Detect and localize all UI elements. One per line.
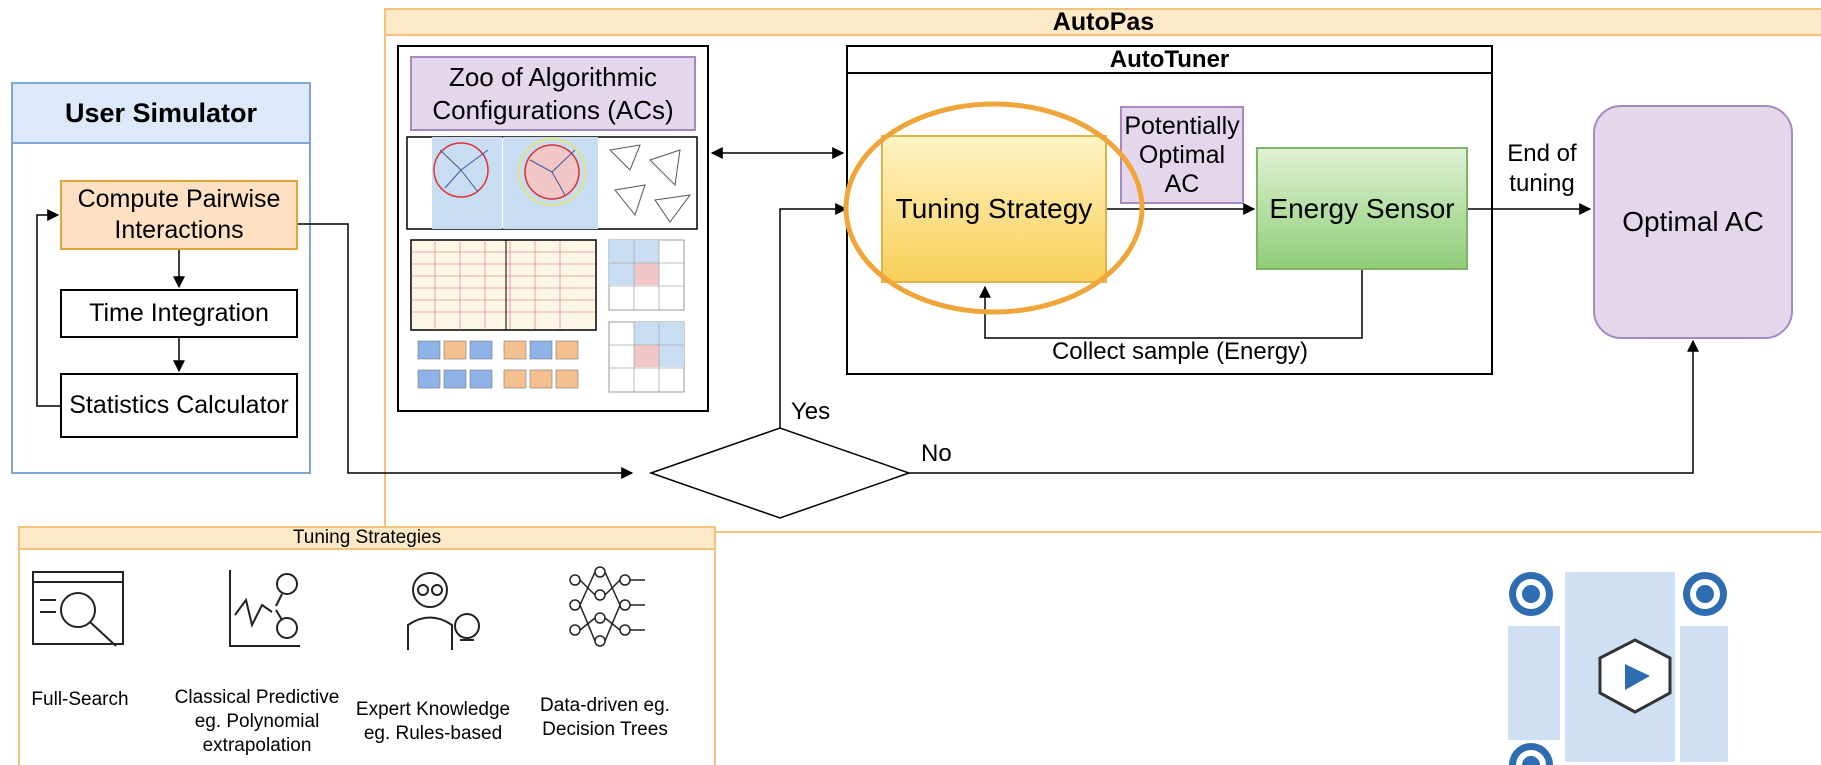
strategy-label-classical: Classical Predictive eg. Polynomial extr…: [174, 687, 340, 756]
compute-pairwise-box: Compute Pairwise Interactions: [60, 180, 298, 250]
strategy-label-full-search: Full-Search: [31, 689, 129, 710]
strategy-label-data-driven: Data-driven eg. Decision Trees: [540, 695, 670, 740]
autotuner-title: AutoTuner: [846, 45, 1493, 74]
optimal-ac-box: Optimal AC: [1593, 105, 1793, 339]
yes-label: Yes: [791, 398, 831, 425]
decision-label: Tuning Iteration?: [690, 458, 870, 485]
collect-sample-label: Collect sample (Energy): [1051, 338, 1309, 365]
statistics-calculator-box: Statistics Calculator: [60, 373, 298, 438]
autopas-title: AutoPas: [384, 8, 1821, 36]
tuning-strategies-title: Tuning Strategies: [18, 526, 716, 550]
time-integration-box: Time Integration: [60, 289, 298, 338]
strategy-label-expert: Expert Knowledge eg. Rules-based: [355, 699, 511, 744]
end-of-tuning-label: End of tuning: [1507, 140, 1577, 197]
zoo-title: Zoo of Algorithmic Configurations (ACs): [410, 56, 696, 131]
qr-code: [1508, 572, 1728, 765]
energy-sensor-box: Energy Sensor: [1256, 147, 1468, 270]
tuning-strategy-box: Tuning Strategy: [881, 135, 1107, 283]
potentially-optimal-ac-box: Potentially Optimal AC: [1120, 106, 1244, 204]
no-label: No: [921, 440, 952, 467]
user-simulator-title: User Simulator: [11, 82, 311, 144]
